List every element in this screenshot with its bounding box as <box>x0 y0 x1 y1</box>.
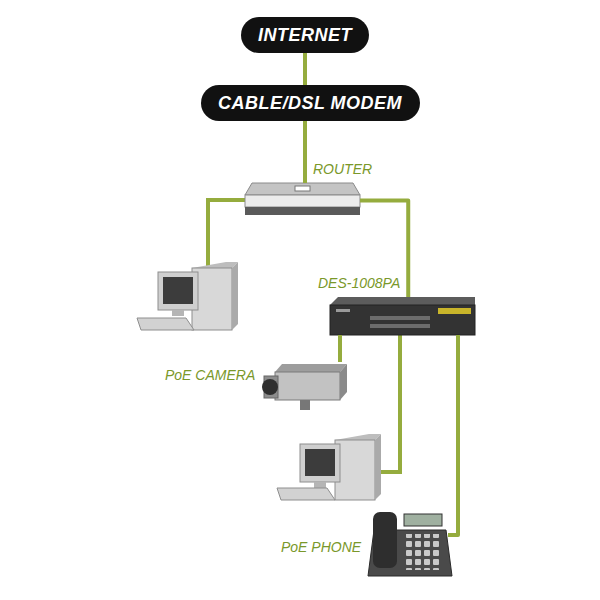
cloud-pill: INTERNET <box>241 17 369 53</box>
monitor-stand <box>172 310 184 316</box>
switch-stripe <box>438 308 471 314</box>
network-cable <box>303 121 307 183</box>
router-base <box>245 207 360 215</box>
switch-device <box>330 297 475 335</box>
device-label: PoE CAMERA <box>165 367 255 383</box>
network-cable <box>338 335 342 362</box>
monitor <box>158 272 198 310</box>
tower <box>335 440 375 500</box>
switch-leds <box>370 324 430 328</box>
monitor-screen <box>163 277 193 304</box>
modem-pill: CABLE/DSL MODEM <box>201 85 420 121</box>
network-cable <box>303 53 307 85</box>
monitor <box>300 444 340 482</box>
switch-logo <box>336 309 350 312</box>
router-node: ROUTER <box>245 183 360 215</box>
device-label: ROUTER <box>313 161 372 177</box>
router-front <box>245 195 360 207</box>
pc-wire <box>208 200 245 268</box>
camera-body <box>275 372 340 400</box>
router-light <box>295 186 310 191</box>
camera-side <box>340 364 347 400</box>
phone-device <box>368 512 452 576</box>
keyboard <box>277 488 335 500</box>
monitor-screen <box>305 449 335 476</box>
camera-lens <box>262 379 278 395</box>
phone-keypad <box>405 534 441 570</box>
tower-side <box>232 262 238 330</box>
camera-node: PoE CAMERA <box>262 362 347 412</box>
network-cable <box>448 335 458 535</box>
pill-label: CABLE/DSL MODEM <box>201 85 420 121</box>
phone-node: PoE PHONE <box>368 510 448 576</box>
camera-mount <box>300 400 310 410</box>
tower-top <box>335 434 381 440</box>
switch-top <box>330 297 475 305</box>
router-top <box>245 183 360 195</box>
camera-top <box>275 364 347 372</box>
monitor-stand <box>314 482 326 488</box>
device-label: PoE PHONE <box>281 539 361 555</box>
phone-display <box>404 514 442 526</box>
tower-top <box>192 262 238 268</box>
switch-front <box>330 305 475 335</box>
pill-label: INTERNET <box>241 17 369 53</box>
tower-side <box>375 434 381 500</box>
switch-node: DES-1008PA <box>330 297 475 335</box>
phone-handset <box>373 512 397 568</box>
computer <box>277 434 381 500</box>
device-label: DES-1008PA <box>318 275 400 291</box>
router-device <box>245 183 360 215</box>
keyboard <box>137 318 194 330</box>
switch-leds <box>370 316 430 320</box>
computer <box>137 262 238 330</box>
camera-device <box>262 364 347 410</box>
